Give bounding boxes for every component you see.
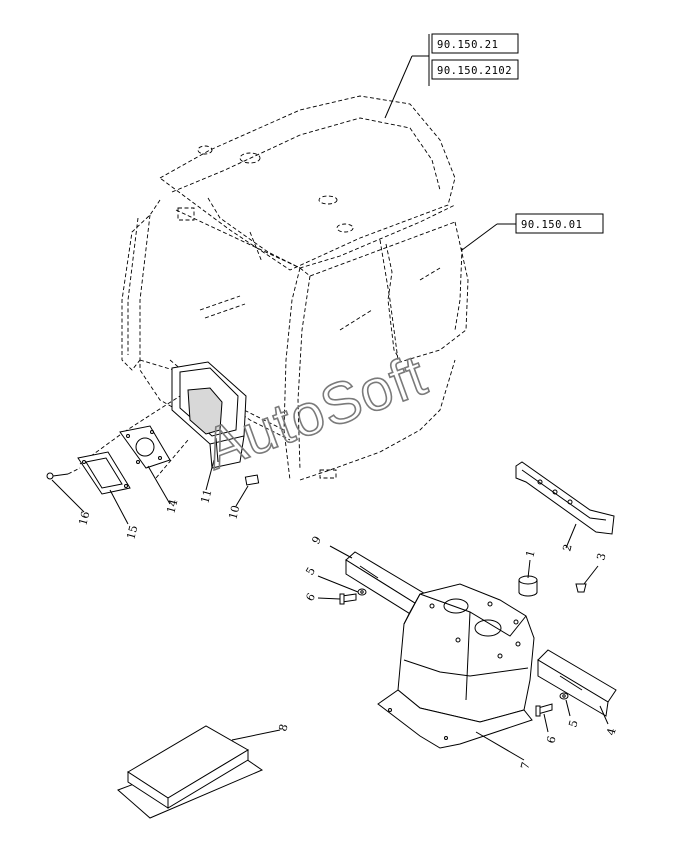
callout-6-left[interactable]: 6 <box>303 591 318 604</box>
reference-label: 90.150.2102 <box>437 65 512 77</box>
callout-numbers: 1 2 3 4 5 6 7 8 9 5 6 10 11 14 15 16 <box>76 488 618 771</box>
callout-7[interactable]: 7 <box>518 761 532 771</box>
callout-16[interactable]: 16 <box>76 510 92 527</box>
callout-11[interactable]: 11 <box>198 488 214 505</box>
plug-part-3[interactable] <box>575 583 587 593</box>
callout-15[interactable]: 15 <box>124 524 140 541</box>
bracket-part-2[interactable] <box>515 461 615 535</box>
callout-8[interactable]: 8 <box>276 723 290 733</box>
reference-label: 90.150.21 <box>437 39 498 51</box>
reference-box-group: 90.150.21 90.150.2102 90.150.01 <box>384 33 604 251</box>
callout-14[interactable]: 14 <box>164 498 180 515</box>
console-part-7[interactable] <box>377 583 535 749</box>
bolt-part-6-left[interactable] <box>339 588 367 605</box>
mat-part-8[interactable] <box>117 725 264 819</box>
callout-2[interactable]: 2 <box>560 543 574 553</box>
watermark-text: AutoSoft <box>196 342 435 482</box>
cap-part-1[interactable] <box>518 575 538 597</box>
reference-box[interactable] <box>431 33 519 54</box>
bolt-part-6-right[interactable] <box>535 692 569 717</box>
screw-part-16[interactable] <box>46 472 69 480</box>
clip-part-10[interactable] <box>244 474 260 486</box>
reference-label: 90.150.01 <box>521 219 582 231</box>
callout-9[interactable]: 9 <box>309 534 324 547</box>
callout-3[interactable]: 3 <box>594 552 608 562</box>
pad-part-4[interactable] <box>537 649 617 717</box>
callout-5-right[interactable]: 5 <box>566 719 580 729</box>
reference-box[interactable] <box>431 59 519 80</box>
callout-4[interactable]: 4 <box>604 727 618 737</box>
leader-lines <box>51 459 609 761</box>
duct-part-11[interactable] <box>171 361 247 469</box>
plate-part-14[interactable] <box>119 425 171 469</box>
callout-6-right[interactable]: 6 <box>544 735 558 745</box>
callout-5-left[interactable]: 5 <box>303 565 318 578</box>
frame-part-15[interactable] <box>77 451 131 495</box>
callout-1[interactable]: 1 <box>523 549 537 559</box>
callout-10[interactable]: 10 <box>226 504 242 521</box>
